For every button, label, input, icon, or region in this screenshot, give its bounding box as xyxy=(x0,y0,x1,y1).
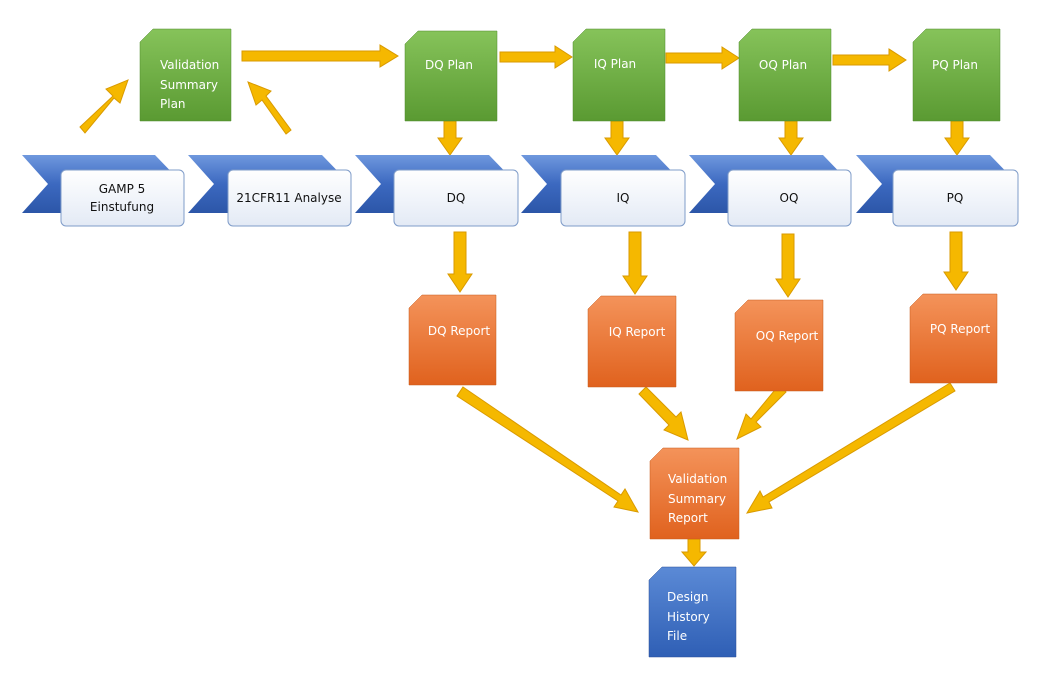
report-label-oq: OQ Report xyxy=(756,329,819,343)
arrow-iqreport-to-vsr xyxy=(638,386,689,441)
arrow-oqplan-to-pqplan xyxy=(832,48,907,72)
doc-iq-plan xyxy=(572,28,666,122)
arrow-vsr-to-dhf xyxy=(680,538,708,567)
step-label-gamp-line1: GAMP 5 xyxy=(99,182,146,196)
report-label-vsr-line2: Summary xyxy=(668,492,726,506)
arrow-pqreport-to-vsr xyxy=(745,382,956,514)
step-box-cfr xyxy=(227,169,352,227)
plan-documents xyxy=(139,28,1001,122)
doc-oq-plan xyxy=(738,28,832,122)
dhf-label-line3: File xyxy=(667,629,687,643)
plan-label-vsp-line1: Validation xyxy=(160,58,219,72)
report-label-vsr-line1: Validation xyxy=(668,472,727,486)
arrow-dq-to-report xyxy=(447,231,473,293)
report-label-vsr-line3: Report xyxy=(668,511,708,525)
report-documents xyxy=(408,293,998,540)
step-boxes xyxy=(60,169,1019,227)
arrow-oq-to-report xyxy=(775,233,801,298)
step-box-iq xyxy=(560,169,686,227)
arrow-oqplan-down xyxy=(778,120,804,156)
doc-pq-report xyxy=(909,293,998,384)
arrow-iqplan-to-oqplan xyxy=(665,46,740,70)
arrow-dqreport-to-vsr xyxy=(456,386,639,513)
arrow-oqreport-to-vsr xyxy=(736,384,787,441)
arrow-vsp-to-dqplan xyxy=(241,44,399,68)
doc-dq-plan xyxy=(404,30,498,122)
plan-label-dq: DQ Plan xyxy=(425,58,473,72)
doc-validation-summary-plan xyxy=(139,28,232,122)
step-box-pq xyxy=(892,169,1019,227)
doc-validation-summary-report xyxy=(649,447,740,540)
arrow-iq-to-report xyxy=(622,231,648,295)
report-label-iq: IQ Report xyxy=(609,325,666,339)
step-box-dq xyxy=(393,169,519,227)
plan-label-vsp-line2: Summary xyxy=(160,78,218,92)
arrow-pq-to-report xyxy=(943,231,969,291)
doc-pq-plan xyxy=(912,28,1001,122)
arrow-gamp-to-vsp xyxy=(79,79,129,134)
doc-iq-report xyxy=(587,295,677,388)
doc-dq-report xyxy=(408,294,497,386)
step-box-oq xyxy=(727,169,852,227)
report-label-dq: DQ Report xyxy=(428,324,491,338)
labels: GAMP 5 Einstufung 21CFR11 Analyse DQ IQ … xyxy=(90,57,991,643)
plan-label-oq: OQ Plan xyxy=(759,58,807,72)
step-label-gamp-line2: Einstufung xyxy=(90,200,154,214)
step-label-iq: IQ xyxy=(617,191,630,205)
arrow-pqplan-down xyxy=(944,120,970,156)
step-label-oq: OQ xyxy=(780,191,799,205)
report-label-pq: PQ Report xyxy=(930,322,991,336)
arrow-dqplan-to-iqplan xyxy=(499,45,573,69)
step-label-dq: DQ xyxy=(447,191,466,205)
step-box-gamp xyxy=(60,169,185,227)
arrow-cfr-to-vsp xyxy=(247,81,292,135)
plan-label-vsp-line3: Plan xyxy=(160,97,186,111)
dhf-label-line2: History xyxy=(667,610,710,624)
doc-oq-report xyxy=(734,299,824,392)
flow-arrows xyxy=(79,44,970,567)
arrow-iqplan-down xyxy=(604,120,630,156)
step-label-pq: PQ xyxy=(947,191,964,205)
plan-label-iq: IQ Plan xyxy=(594,57,636,71)
plan-label-pq: PQ Plan xyxy=(932,58,978,72)
arrow-dqplan-down xyxy=(437,120,463,156)
doc-design-history-file xyxy=(648,566,737,658)
step-label-cfr: 21CFR11 Analyse xyxy=(236,191,341,205)
dhf-label-line1: Design xyxy=(667,590,708,604)
